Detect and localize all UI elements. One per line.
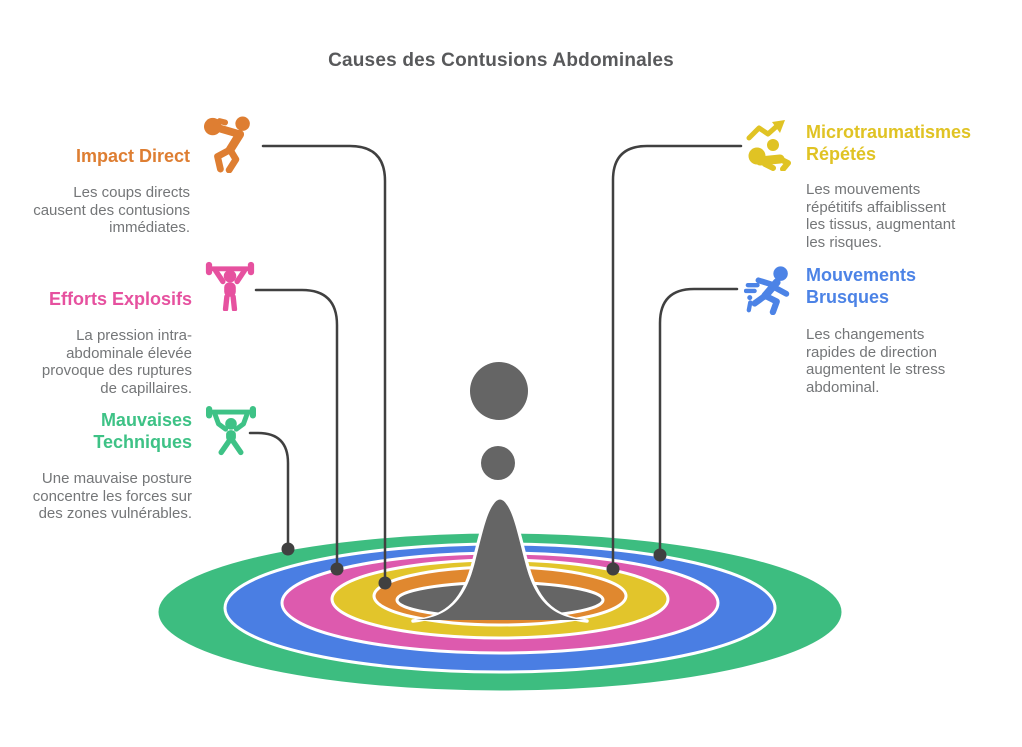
crawl-arrow-icon <box>741 119 797 171</box>
connector-mouvements-brusques <box>658 287 739 557</box>
overhead-press-icon <box>204 261 256 311</box>
connector-impact-direct <box>261 144 387 585</box>
item-title-mauvaises-techniques: Mauvaises Techniques <box>93 410 192 452</box>
item-description-microtraumatismes: Les mouvements répétitifs affaiblissent … <box>806 181 956 251</box>
connector-efforts-explosifs <box>254 288 339 571</box>
connectors <box>248 144 743 585</box>
connector-microtraumatismes <box>611 144 743 571</box>
splash-column <box>416 499 584 620</box>
splash-edge-left <box>411 504 494 623</box>
item-title-impact-direct: Impact Direct <box>75 146 190 166</box>
droplet-small <box>481 446 515 480</box>
item-description-efforts-explosifs: La pression intra- abdominale élevée pro… <box>41 327 192 397</box>
splash-edge-right <box>506 504 589 623</box>
dot-microtraumatismes <box>606 562 620 576</box>
item-title-efforts-explosifs: Efforts Explosifs <box>48 289 192 309</box>
dumbbell-swing-icon <box>204 113 260 173</box>
sprint-icon <box>744 263 796 315</box>
dot-mouvements-brusques <box>653 548 667 562</box>
item-description-impact-direct: Les coups directs causent des contusions… <box>33 184 190 236</box>
dot-mauvaises-techniques <box>281 542 295 556</box>
dot-efforts-explosifs <box>330 562 344 576</box>
item-title-microtraumatismes: Microtraumatismes Répétés <box>806 122 972 164</box>
item-description-mouvements-brusques: Les changements rapides de direction aug… <box>806 326 946 396</box>
connector-mauvaises-techniques <box>248 431 290 551</box>
item-title-mouvements-brusques: Mouvements Brusques <box>806 265 917 307</box>
barbell-lift-icon <box>205 406 257 456</box>
page-title: Causes des Contusions Abdominales <box>328 50 674 71</box>
droplet-large <box>470 362 528 420</box>
dot-impact-direct <box>378 576 392 590</box>
connector-dots <box>281 542 667 590</box>
item-description-mauvaises-techniques: Une mauvaise posture concentre les force… <box>32 470 192 522</box>
